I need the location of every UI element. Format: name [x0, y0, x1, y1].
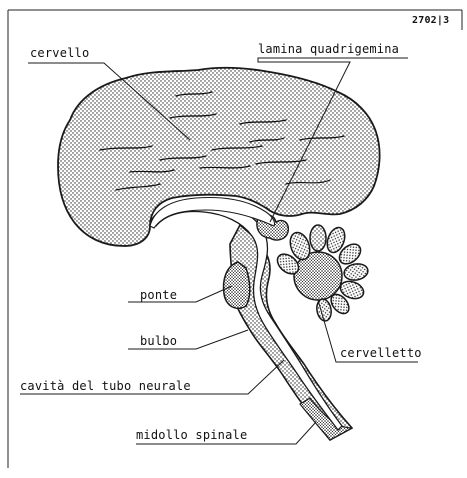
cerebellum-core	[300, 258, 336, 294]
label-cervello: cervello	[30, 46, 89, 60]
cerebrum-shape	[58, 68, 380, 246]
pons-shape	[224, 262, 250, 308]
label-midollo-spinale: midollo spinale	[136, 428, 247, 442]
label-lamina-quadrigemina: lamina quadrigemina	[258, 42, 399, 56]
label-cervelletto: cervelletto	[340, 346, 422, 360]
cerebellum-group	[274, 225, 370, 322]
figure-code: 2702|3	[412, 14, 449, 28]
label-cavita-tubo-neurale: cavità del tubo neurale	[20, 379, 191, 393]
cerebellum-folium	[343, 262, 369, 282]
cerebellum-folium	[310, 225, 326, 251]
label-bulbo: bulbo	[140, 334, 177, 348]
cerebellum-folium	[315, 298, 333, 322]
label-ponte: ponte	[140, 288, 177, 302]
